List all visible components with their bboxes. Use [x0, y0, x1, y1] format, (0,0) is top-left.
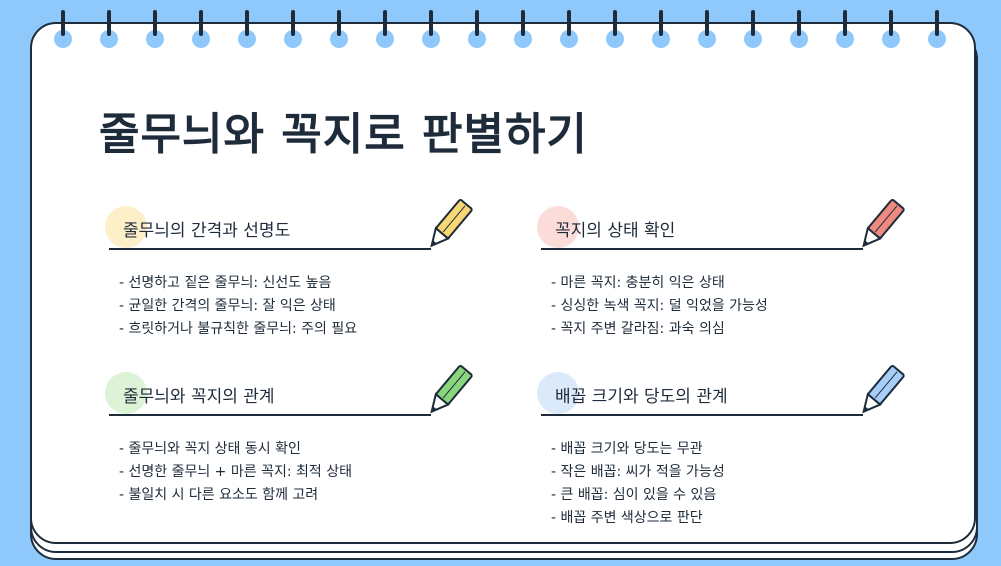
- section-underline: [109, 414, 431, 416]
- binding-ring: [237, 0, 257, 52]
- binding-ring: [467, 0, 487, 52]
- section-navel: 배꼽 크기와 당도의 관계 - 배꼽 크기와 당도는 무관 - 작은 배꼽: 씨…: [537, 362, 905, 526]
- binding-ring: [697, 0, 717, 52]
- green-pencil-icon: [430, 364, 473, 414]
- red-pencil-icon: [862, 198, 905, 248]
- section-items: - 마른 꼭지: 충분히 익은 상태 - 싱싱한 녹색 꼭지: 덜 익었을 가능…: [551, 272, 768, 341]
- section-relation: 줄무늬와 꼭지의 관계 - 줄무늬와 꼭지 상태 동시 확인 - 선명한 줄무늬…: [105, 362, 473, 503]
- list-item: - 균일한 간격의 줄무늬: 잘 익은 상태: [119, 298, 336, 314]
- binding-ring: [329, 0, 349, 52]
- section-title: 줄무늬의 간격과 선명도: [123, 221, 291, 241]
- list-item: - 줄무늬와 꼭지 상태 동시 확인: [119, 441, 301, 457]
- section-title: 줄무늬와 꼭지의 관계: [123, 387, 275, 407]
- section-items: - 배꼽 크기와 당도는 무관 - 작은 배꼽: 씨가 적을 가능성 - 큰 배…: [551, 438, 725, 530]
- list-item: - 꼭지 주변 갈라짐: 과숙 의심: [551, 321, 725, 337]
- list-item: - 작은 배꼽: 씨가 적을 가능성: [551, 464, 725, 480]
- section-accent-blob: [537, 206, 579, 248]
- section-items: - 줄무늬와 꼭지 상태 동시 확인 - 선명한 줄무늬 + 마른 꼭지: 최적…: [119, 438, 352, 507]
- list-item: - 불일치 시 다른 요소도 함께 고려: [119, 487, 319, 503]
- list-item: - 흐릿하거나 불규칙한 줄무늬: 주의 필요: [119, 321, 358, 337]
- binding-ring: [99, 0, 119, 52]
- list-item: - 마른 꼭지: 충분히 익은 상태: [551, 275, 725, 291]
- notebook-page: 줄무늬와 꼭지로 판별하기 줄무늬의 간격과 선명도 - 선명하고 짙은 줄무늬…: [30, 22, 976, 544]
- section-stem: 꼭지의 상태 확인 - 마른 꼭지: 충분히 익은 상태 - 싱싱한 녹색 꼭지…: [537, 196, 905, 337]
- list-item: - 배꼽 크기와 당도는 무관: [551, 441, 703, 457]
- binding-ring: [743, 0, 763, 52]
- binding-ring: [421, 0, 441, 52]
- section-underline: [541, 414, 863, 416]
- binding-ring: [881, 0, 901, 52]
- section-accent-blob: [537, 372, 579, 414]
- binding-ring: [283, 0, 303, 52]
- list-item: - 선명한 줄무늬 + 마른 꼭지: 최적 상태: [119, 464, 352, 480]
- list-item: - 선명하고 짙은 줄무늬: 신선도 높음: [119, 275, 332, 291]
- section-accent-blob: [105, 372, 147, 414]
- binding-ring: [375, 0, 395, 52]
- binding-ring: [53, 0, 73, 52]
- binding-ring: [835, 0, 855, 52]
- list-item: - 싱싱한 녹색 꼭지: 덜 익었을 가능성: [551, 298, 768, 314]
- section-stripes: 줄무늬의 간격과 선명도 - 선명하고 짙은 줄무늬: 신선도 높음 - 균일한…: [105, 196, 473, 337]
- section-underline: [109, 248, 431, 250]
- section-accent-blob: [105, 206, 147, 248]
- page-title: 줄무늬와 꼭지로 판별하기: [99, 109, 588, 160]
- spiral-binding: [0, 0, 1001, 60]
- binding-ring: [605, 0, 625, 52]
- list-item: - 배꼽 주변 색상으로 판단: [551, 510, 703, 526]
- binding-ring: [513, 0, 533, 52]
- list-item: - 큰 배꼽: 심이 있을 수 있음: [551, 487, 717, 503]
- section-items: - 선명하고 짙은 줄무늬: 신선도 높음 - 균일한 간격의 줄무늬: 잘 익…: [119, 272, 357, 341]
- yellow-pencil-icon: [430, 198, 473, 248]
- blue-pencil-icon: [862, 364, 905, 414]
- binding-ring: [927, 0, 947, 52]
- binding-ring: [651, 0, 671, 52]
- section-title: 배꼽 크기와 당도의 관계: [555, 387, 728, 407]
- binding-ring: [789, 0, 809, 52]
- binding-ring: [145, 0, 165, 52]
- section-underline: [541, 248, 863, 250]
- binding-ring: [191, 0, 211, 52]
- section-title: 꼭지의 상태 확인: [555, 221, 676, 241]
- binding-ring: [559, 0, 579, 52]
